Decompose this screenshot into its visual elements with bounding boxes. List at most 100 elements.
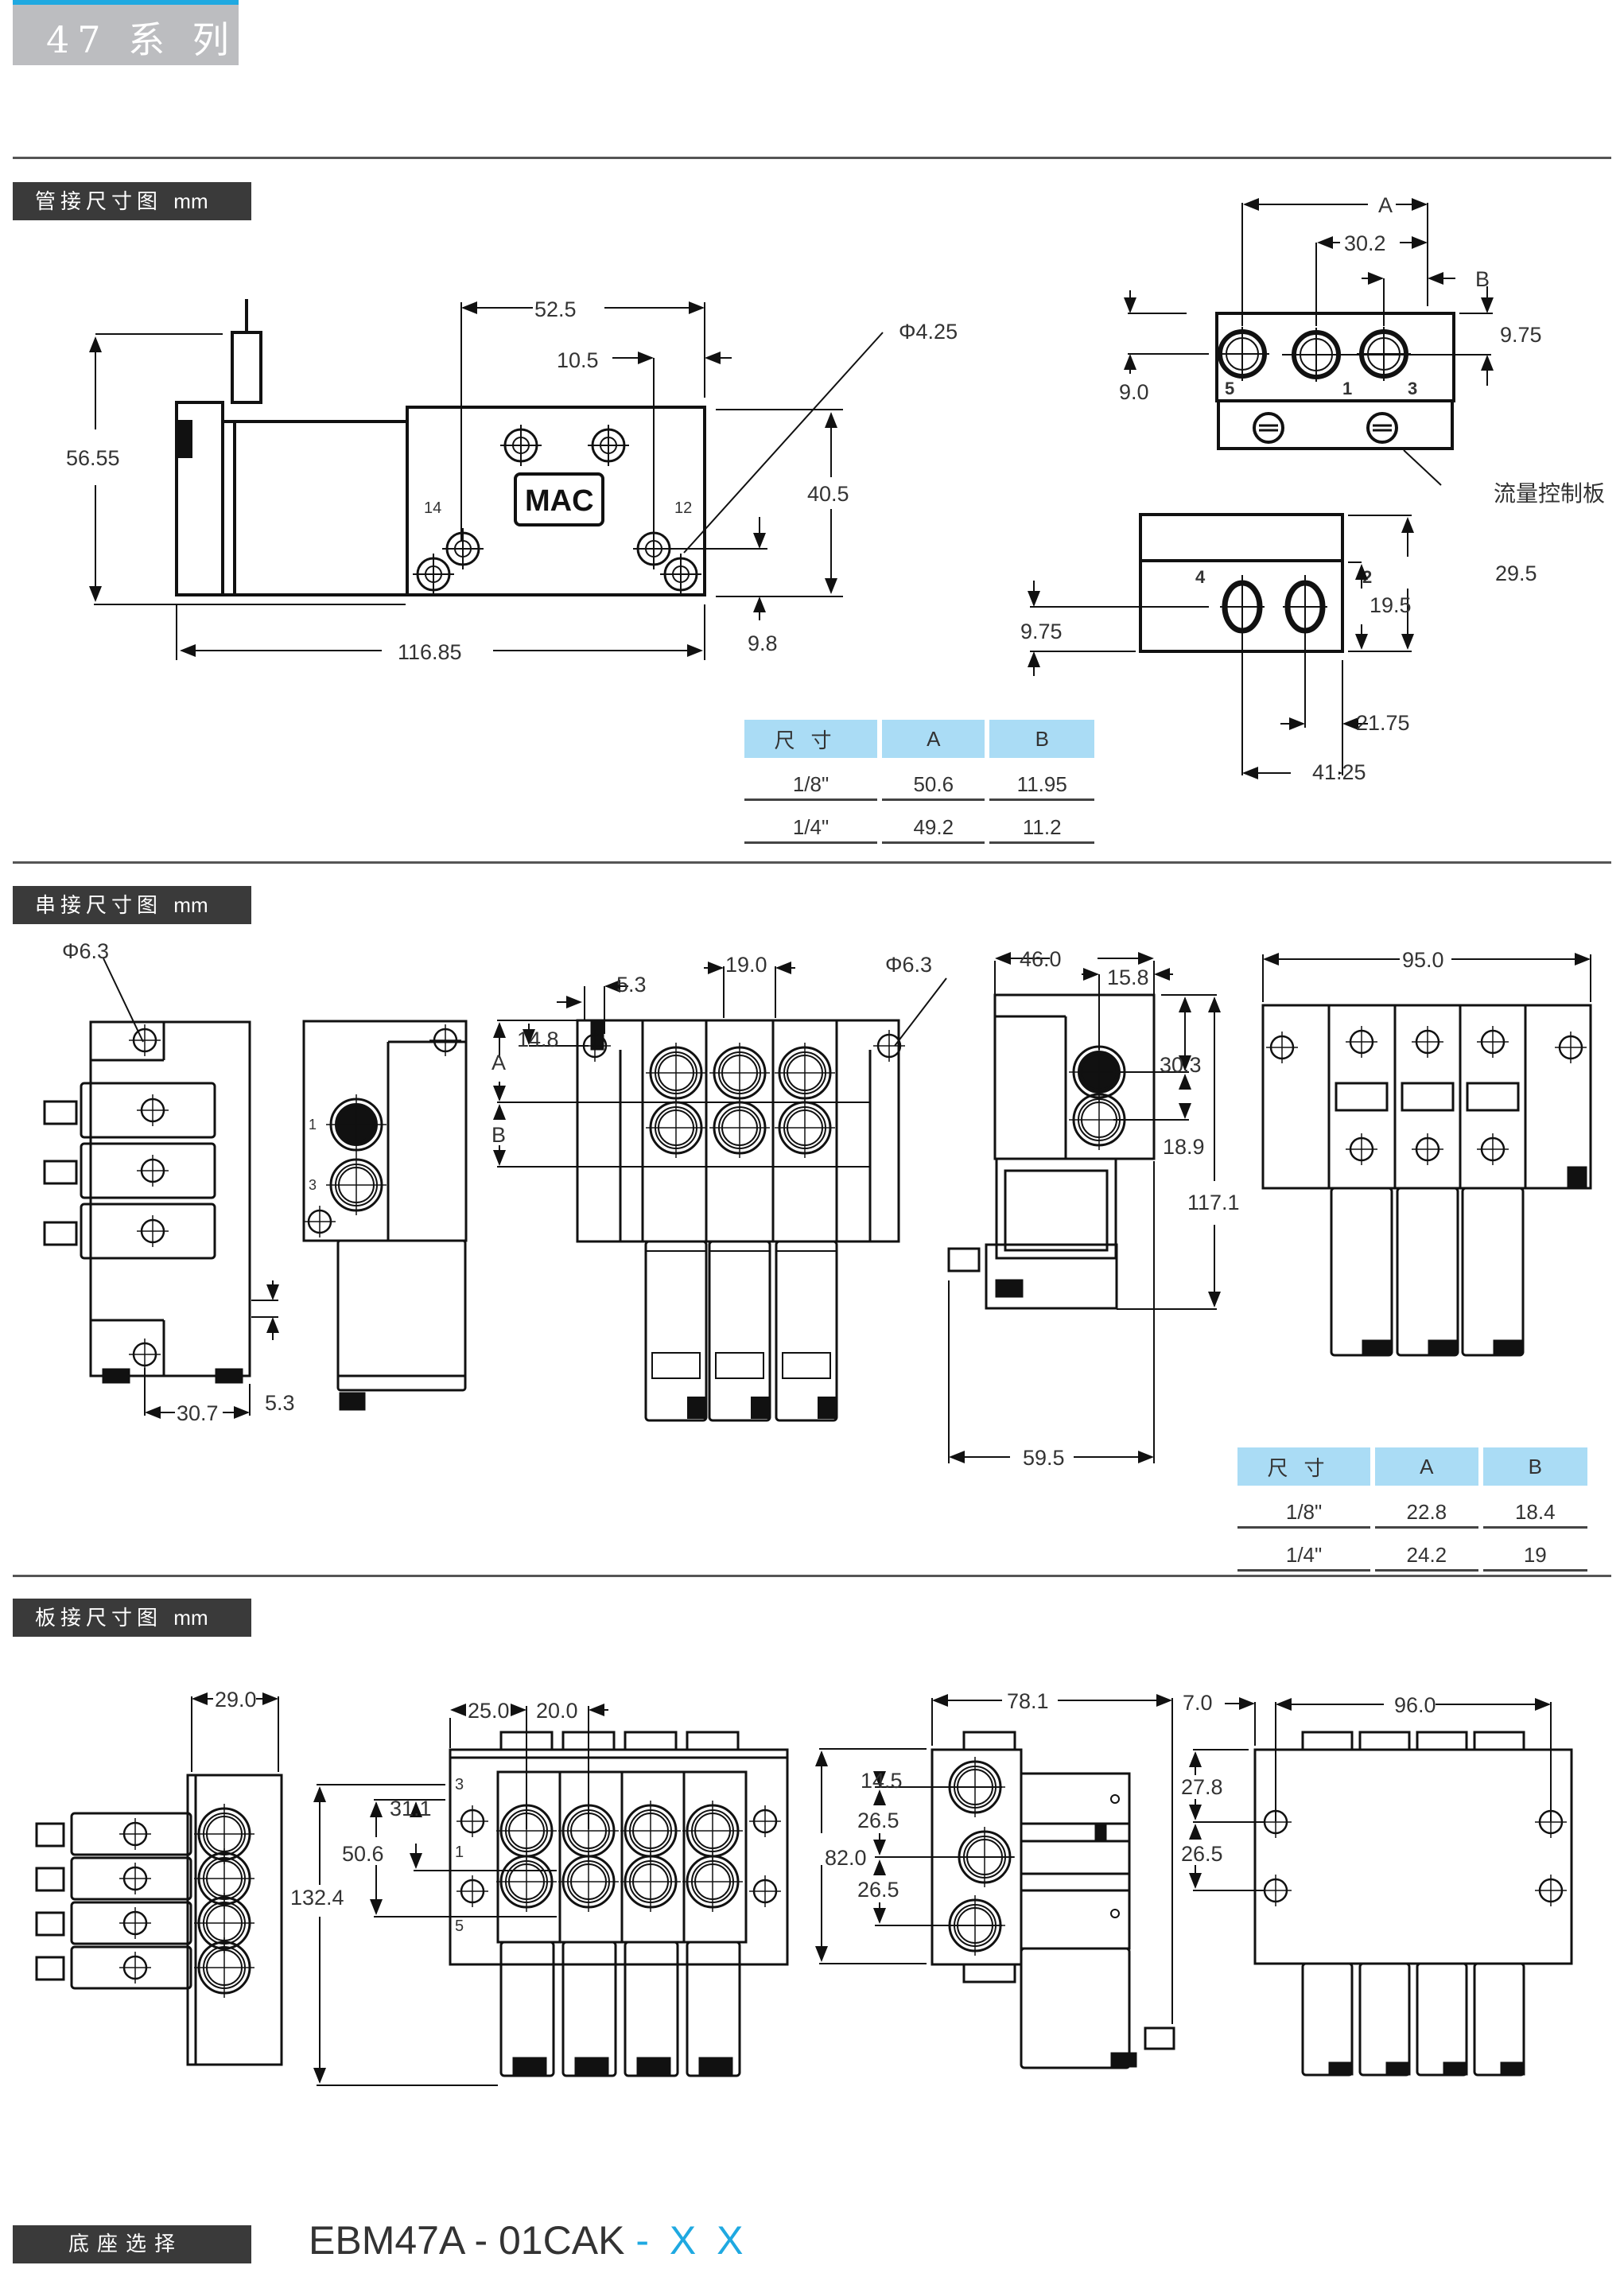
section-title: 板接尺寸图 (35, 1607, 163, 1630)
dim-label: 41.25 (1312, 760, 1366, 784)
dim-label: 29.5 (1495, 561, 1537, 585)
section-unit: mm (173, 189, 208, 213)
section-unit: mm (173, 893, 208, 917)
port-label: 14 (424, 499, 441, 517)
section-label-base: 底座选择 (13, 2225, 251, 2263)
dim-label: A (491, 1051, 506, 1074)
port-label: 3 (1408, 379, 1417, 398)
dim-label: B (1475, 267, 1490, 291)
series-title: 47 系 列 (46, 18, 237, 61)
dim-label: 15.8 (1107, 966, 1149, 989)
port-label: 3 (455, 1776, 464, 1793)
table-cell: 50.6 (882, 758, 985, 801)
port-label: 1 (1342, 379, 1352, 398)
dim-label: 19.0 (725, 953, 767, 977)
dim-label: 30.2 (1344, 231, 1386, 255)
divider (13, 861, 1611, 864)
dim-label: 59.5 (1023, 1446, 1065, 1470)
plate-front-view (449, 1731, 789, 2077)
table-row: 1/8" 50.6 11.95 (744, 758, 1094, 801)
dim-label: 117.1 (1187, 1191, 1240, 1214)
dim-label: 21.75 (1356, 711, 1410, 735)
dim-label: 9.75 (1500, 323, 1542, 347)
section-title: 串接尺寸图 (35, 894, 163, 918)
dim-label: 26.5 (857, 1809, 899, 1832)
table-header: A (882, 720, 985, 758)
dim-label: 26.5 (857, 1878, 899, 1902)
table-cell: 1/4" (744, 801, 878, 844)
table-row: 1/8" 22.8 18.4 (1237, 1486, 1587, 1529)
dim-label: 10.5 (557, 348, 599, 372)
dim-label: 7.0 (1183, 1691, 1213, 1715)
dim-label: 27.8 (1181, 1775, 1223, 1799)
dim-label: 19.5 (1370, 593, 1412, 617)
dim-label: 5.3 (616, 973, 647, 997)
dim-label: 132.4 (290, 1886, 344, 1910)
base-model: EBM47A - 01CAK - X X (309, 2217, 748, 2263)
series-title-tab: 47 系 列 (13, 0, 239, 65)
dim-label: 25.0 (468, 1699, 510, 1723)
stack-side-view (302, 1020, 468, 1411)
table-cell: 1/8" (1237, 1486, 1371, 1529)
dim-label: 20.0 (536, 1699, 578, 1723)
table-cell: 19 (1482, 1529, 1587, 1572)
dim-label: 78.1 (1007, 1689, 1049, 1713)
pipe-side-view (175, 299, 706, 596)
table-header: B (989, 720, 1094, 758)
divider (13, 1575, 1611, 1577)
plate-bottom-view (1253, 1731, 1573, 2077)
stack-end-view (947, 993, 1156, 1310)
dim-label: B (491, 1123, 506, 1147)
dim-label: Φ4.25 (899, 320, 958, 344)
table-cell: 22.8 (1375, 1486, 1478, 1529)
divider (13, 157, 1611, 159)
dim-label: 50.6 (342, 1842, 384, 1866)
dim-label: 9.8 (748, 631, 778, 655)
table-cell: 1/4" (1237, 1529, 1371, 1572)
port-label: 3 (309, 1177, 317, 1193)
dim-label: 52.5 (534, 297, 577, 321)
port-label: 4 (1195, 567, 1206, 587)
dim-label: 5.3 (265, 1391, 295, 1415)
port-label: 5 (1225, 379, 1234, 398)
dim-label: 40.5 (807, 482, 849, 506)
brand-logo: MAC (525, 484, 594, 518)
dim-label: 95.0 (1402, 948, 1444, 972)
port-label: 12 (674, 499, 692, 517)
table-row: 1/4" 49.2 11.2 (744, 801, 1094, 844)
stack-dimension-table: 尺寸 A B 1/8" 22.8 18.4 1/4" 24.2 19 (1233, 1447, 1592, 1572)
section-title: 底座选择 (68, 2232, 184, 2256)
dim-label: 96.0 (1394, 1693, 1436, 1717)
section-label-stack: 串接尺寸图 mm (13, 886, 251, 924)
dim-label: 56.55 (66, 446, 120, 470)
port-label: 1 (309, 1117, 317, 1133)
plate-side-view (930, 1731, 1175, 2069)
table-header: B (1482, 1447, 1587, 1486)
flow-control-plate-label: 流量控制板 (1494, 481, 1605, 506)
base-model-code: EBM47A - 01CAK (309, 2218, 625, 2263)
section-unit: mm (173, 1606, 208, 1630)
dim-label: Φ6.3 (885, 953, 932, 977)
table-cell: 1/8" (744, 758, 878, 801)
port-label: 2 (1362, 567, 1372, 587)
dim-label: 9.75 (1020, 620, 1063, 643)
dim-label: 31.1 (390, 1797, 432, 1820)
dim-label: 18.9 (1163, 1135, 1205, 1159)
dim-label: 26.5 (1181, 1842, 1223, 1866)
base-model-suffix: - X X (635, 2218, 748, 2263)
table-cell: 49.2 (882, 801, 985, 844)
table-cell: 11.2 (989, 801, 1094, 844)
table-header: 尺寸 (744, 720, 878, 758)
dim-label: Φ6.3 (62, 939, 109, 963)
pipe-dimension-table: 尺寸 A B 1/8" 50.6 11.95 1/4" 49.2 11.2 (740, 720, 1099, 844)
section-label-plate: 板接尺寸图 mm (13, 1599, 251, 1637)
stack-bottom-view (1261, 1004, 1592, 1357)
dim-label: 9.0 (1119, 380, 1149, 404)
dim-label: 82.0 (825, 1846, 867, 1870)
table-cell: 24.2 (1375, 1529, 1478, 1572)
plate-top-view (35, 1774, 283, 2066)
port-label: 1 (455, 1844, 464, 1861)
dim-label: 30.7 (177, 1401, 219, 1425)
dim-label: 116.85 (398, 640, 462, 664)
